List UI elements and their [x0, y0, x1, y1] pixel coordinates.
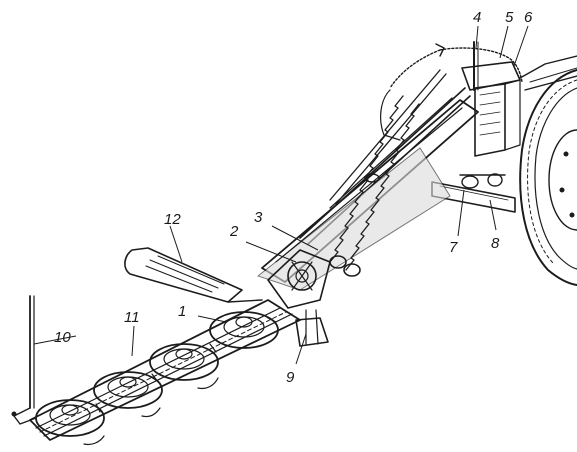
label-6: 6 [524, 9, 533, 26]
swath-board [124, 247, 263, 303]
label-11: 11 [124, 309, 140, 326]
boom-arm [256, 69, 479, 291]
leader-lines [33, 25, 529, 365]
label-5: 5 [505, 9, 514, 26]
label-7: 7 [449, 239, 458, 256]
disc-1 [209, 311, 279, 349]
tractor-body [519, 55, 577, 91]
rotary-discs [35, 311, 279, 446]
disc-2 [149, 343, 219, 381]
hitch-frame [389, 41, 523, 213]
label-1: 1 [178, 303, 186, 320]
pivot-assembly [267, 249, 331, 347]
label-9: 9 [286, 369, 295, 386]
label-10: 10 [54, 329, 71, 346]
label-2: 2 [229, 223, 239, 240]
spring-coils [329, 95, 420, 277]
label-8: 8 [491, 235, 500, 252]
divider-rod [11, 295, 37, 425]
label-3: 3 [254, 209, 263, 226]
label-12: 12 [164, 211, 181, 228]
tractor-wheel [519, 69, 577, 286]
label-4: 4 [473, 9, 481, 26]
disc-3 [93, 371, 163, 409]
